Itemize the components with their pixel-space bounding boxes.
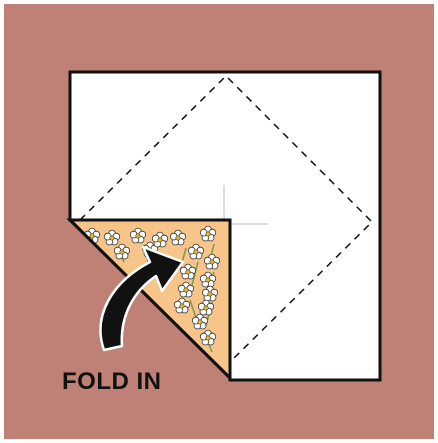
flower-icon <box>173 297 191 314</box>
flower-icon <box>199 329 217 346</box>
flower-icon <box>203 253 221 270</box>
flower-icon <box>199 225 217 242</box>
fold-in-label: FOLD IN <box>62 368 162 395</box>
flower-stem <box>191 261 199 286</box>
flower-icon <box>129 227 147 244</box>
flower-icon <box>187 243 205 260</box>
curved-fold-arrow-icon <box>99 245 185 352</box>
flower-stem <box>189 299 197 319</box>
flower-icon <box>179 263 197 280</box>
fold-guide-dashed <box>79 74 374 363</box>
flower-icon <box>113 243 131 260</box>
flower-icon <box>191 313 209 330</box>
flower-icon <box>151 231 169 248</box>
flower-icon <box>103 229 121 246</box>
flower-icon <box>201 285 219 302</box>
flower-icon <box>199 271 217 288</box>
flower-icon <box>169 229 187 246</box>
flower-icon <box>197 299 215 316</box>
flower-icon <box>177 281 195 298</box>
folded-flap <box>66 218 232 382</box>
